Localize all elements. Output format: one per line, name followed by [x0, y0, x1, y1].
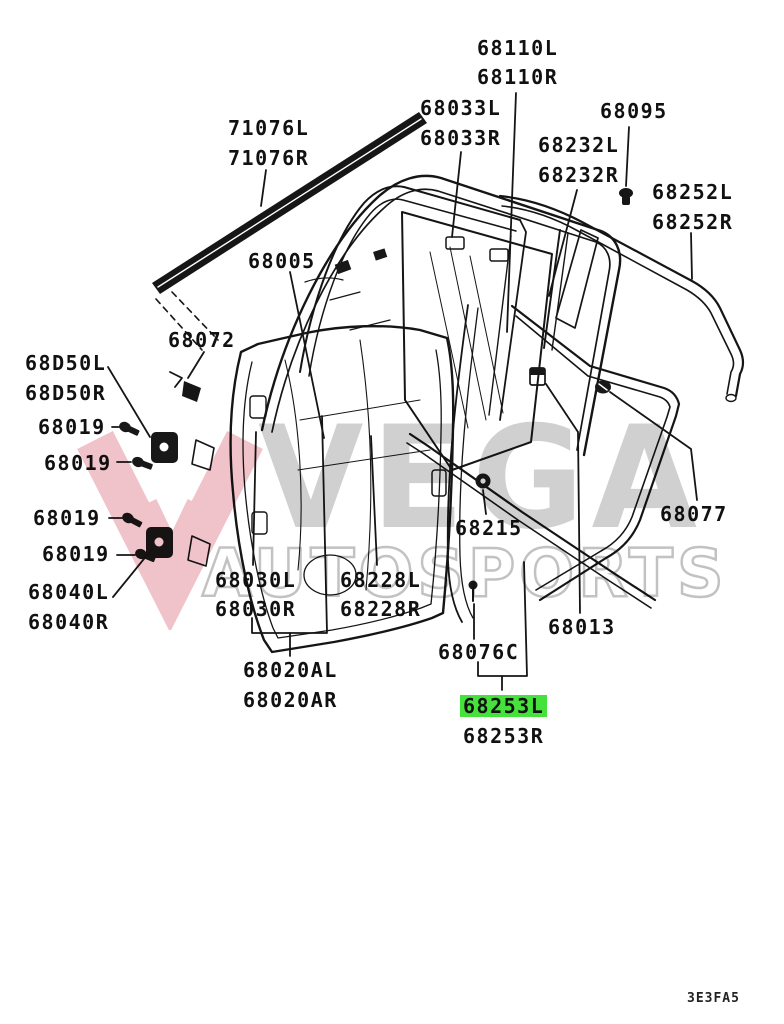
part-label-68072: 68072 — [168, 328, 236, 352]
part-label-68228R: 68228R — [340, 597, 422, 621]
part-label-68253L: 68253L — [460, 695, 548, 717]
part-label-68019: 68019 — [44, 451, 112, 475]
part-label-68019: 68019 — [42, 542, 110, 566]
part-label-68232R: 68232R — [538, 163, 620, 187]
part-label-68019: 68019 — [38, 415, 106, 439]
page-code: 3E3FA5 — [687, 990, 740, 1007]
part-label-68095: 68095 — [600, 99, 668, 123]
part-label-68077: 68077 — [660, 502, 728, 526]
part-label-68030R: 68030R — [215, 597, 297, 621]
part-label-68076C: 68076C — [438, 640, 520, 664]
fastener-68077-art — [595, 380, 611, 394]
part-label-71076R: 71076R — [228, 146, 310, 170]
part-label-68013: 68013 — [548, 615, 616, 639]
part-label-68005: 68005 — [248, 249, 316, 273]
part-label-68D50L: 68D50L — [25, 351, 107, 375]
part-label-68033L: 68033L — [420, 96, 502, 120]
part-label-68253R: 68253R — [463, 724, 545, 748]
part-label-68D50R: 68D50R — [25, 381, 107, 405]
part-label-68110L: 68110L — [477, 36, 559, 60]
part-label-68030L: 68030L — [215, 568, 297, 592]
part-label-68019: 68019 — [33, 506, 101, 530]
belt-molding-art — [152, 112, 427, 351]
door-glass-art — [401, 211, 553, 471]
clip-68215-art — [475, 473, 491, 489]
grommet-68095-art — [619, 188, 633, 205]
door-frame-art — [260, 174, 622, 457]
stud-68076c-art — [468, 580, 478, 602]
part-label-71076L: 71076L — [228, 116, 310, 140]
clip-68013-art — [529, 367, 546, 386]
part-label-68110R: 68110R — [477, 65, 559, 89]
part-label-68020AR: 68020AR — [243, 688, 338, 712]
door-check-68072-art — [169, 371, 201, 402]
part-label-68020AL: 68020AL — [243, 658, 338, 682]
weatherstrip-68253-art — [406, 432, 657, 609]
part-label-68033R: 68033R — [420, 126, 502, 150]
part-label-68232L: 68232L — [538, 133, 620, 157]
part-label-68040L: 68040L — [28, 580, 110, 604]
part-label-68252R: 68252R — [652, 210, 734, 234]
part-label-68215: 68215 — [455, 516, 523, 540]
part-label-68252L: 68252L — [652, 180, 734, 204]
weatherstrip-68252-art — [498, 194, 745, 403]
part-label-68228L: 68228L — [340, 568, 422, 592]
part-label-68040R: 68040R — [28, 610, 110, 634]
weatherstrip-68077-art — [510, 304, 681, 602]
